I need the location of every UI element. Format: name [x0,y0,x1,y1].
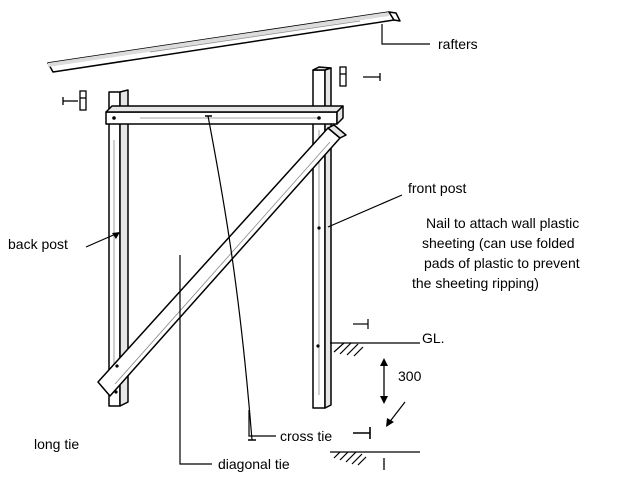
back-post [108,89,129,407]
nail-detail-left [62,90,87,111]
nail-note-line-4: the sheeting ripping) [412,275,539,291]
rafter-beam [47,11,401,73]
diagonal-tie [97,124,347,397]
cross-tie-label: cross tie [280,428,333,444]
cross-tie-leader [248,410,276,437]
front-post-label: front post [408,180,467,196]
front-post-leader [327,194,403,228]
nail-note-line-2: sheeting (can use folded [422,235,575,251]
long-tie [105,105,344,125]
nail-marks [112,116,321,394]
nail-note-line-3: pads of plastic to prevent [424,255,580,271]
cross-tie [207,115,253,441]
ground-level-label: GL. [422,330,445,346]
nail-detail-right [339,66,381,87]
nail-note-line-1: Nail to attach wall plastic [426,215,580,231]
diagonal-tie-label: diagonal tie [218,456,290,472]
rafters-label: rafters [438,36,478,52]
back-post-label: back post [8,236,68,252]
ground-nail [353,427,371,439]
rafters-leader [381,24,430,45]
diagonal-tie-leader [179,255,212,465]
back-post-leader [85,232,119,248]
ground-level-line [330,451,420,466]
long-tie-label: long tie [34,436,80,452]
leader-arrowheads [112,232,394,427]
depth-label: 300 [398,368,422,384]
